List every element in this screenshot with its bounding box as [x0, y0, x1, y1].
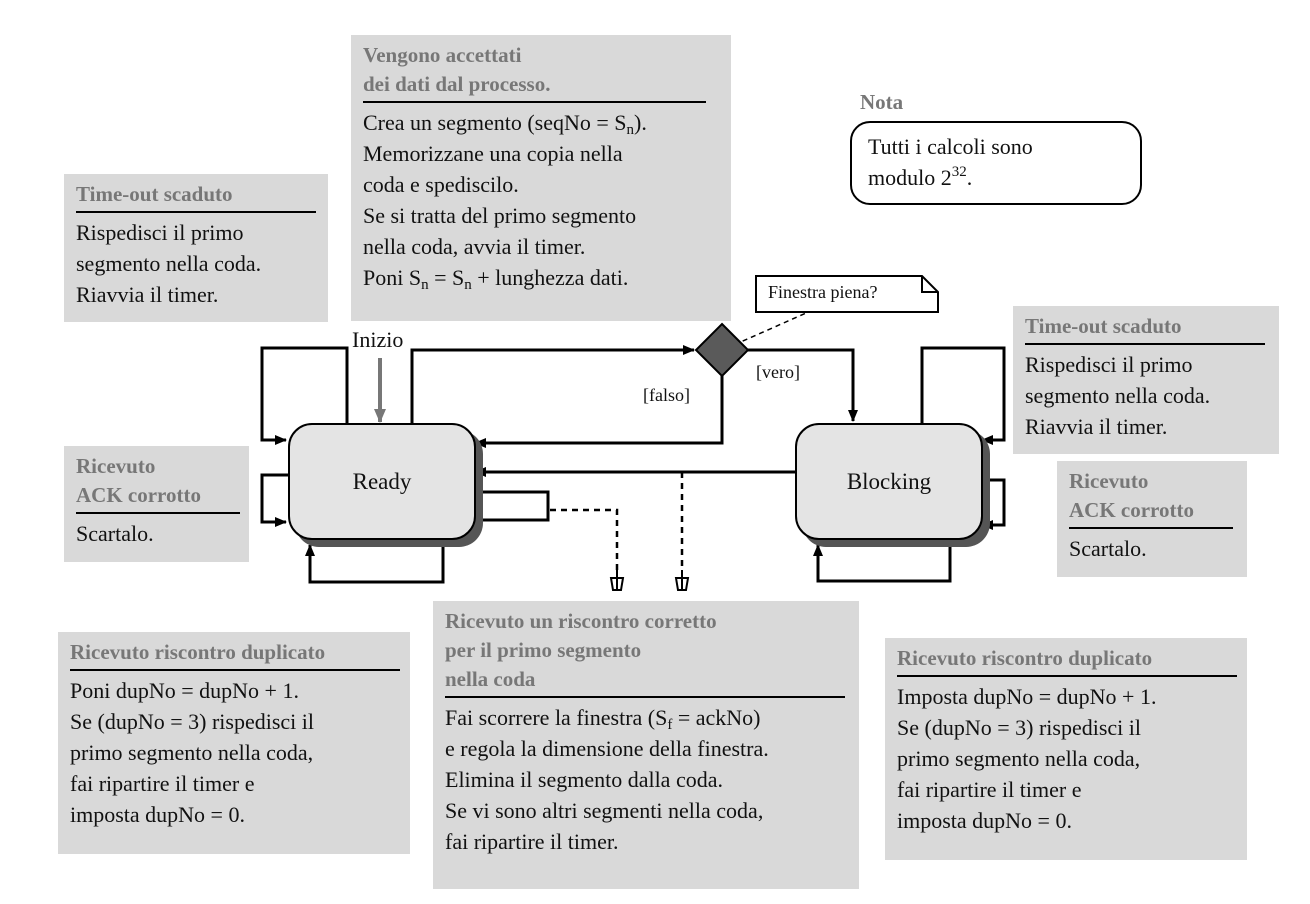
ready-corrupt-loop [260, 473, 288, 527]
note-shape [755, 275, 939, 313]
blocking-timeout-loop [920, 346, 1006, 445]
false-label: [falso] [643, 385, 690, 405]
note-title: Nota [860, 90, 904, 114]
corrupt-ack-left-title: Ricevuto ACK corrotto [76, 452, 240, 514]
ready-bottom-loop [305, 540, 445, 584]
corrupt-ack-left-box: Ricevuto ACK corrotto Scartalo. [64, 446, 249, 562]
timeout-right-box: Time-out scaduto Rispedisci il primo seg… [1013, 306, 1279, 454]
correct-ack-box: Ricevuto un riscontro corretto per il pr… [433, 601, 859, 889]
ready-state: Ready [288, 423, 476, 540]
timeout-left-box: Time-out scaduto Rispedisci il primo seg… [64, 174, 328, 322]
corrupt-ack-right-box: Ricevuto ACK corrotto Scartalo. [1057, 461, 1247, 577]
note-box: Tutti i calcoli sono modulo 232. [850, 121, 1142, 205]
event-symbol-2 [674, 570, 690, 591]
blocking-corrupt-loop [980, 478, 1006, 530]
start-label: Inizio [352, 327, 404, 352]
corrupt-ack-right-title: Ricevuto ACK corrotto [1069, 467, 1233, 529]
correct-ack-title: Ricevuto un riscontro corretto per il pr… [445, 607, 845, 698]
dup-ack-right-box: Ricevuto riscontro duplicato Imposta dup… [885, 638, 1247, 860]
dup-ack-right-title: Ricevuto riscontro duplicato [897, 644, 1237, 677]
blocking-state: Blocking [795, 423, 983, 540]
ready-right-loop [475, 490, 550, 522]
timeout-right-title: Time-out scaduto [1025, 312, 1265, 345]
event-line-1 [550, 508, 619, 570]
decision-true [748, 348, 858, 422]
event-symbol-1 [609, 570, 625, 591]
window-full-label: Finestra piena? [768, 282, 878, 302]
decision-false [474, 376, 724, 448]
data-accepted-title: Vengono accettati dei dati dal processo. [363, 41, 706, 103]
blocking-bottom-loop [813, 540, 952, 583]
data-accepted-box: Vengono accettati dei dati dal processo.… [351, 35, 731, 321]
ready-to-decision [410, 345, 695, 425]
dup-ack-left-title: Ricevuto riscontro duplicato [70, 638, 400, 671]
ready-timeout-loop [260, 346, 349, 445]
dup-ack-left-box: Ricevuto riscontro duplicato Poni dupNo … [58, 632, 410, 854]
true-label: [vero] [756, 362, 800, 382]
timeout-left-title: Time-out scaduto [76, 180, 316, 213]
data-accepted-body: Crea un segmento (seqNo = Sn). Memorizza… [363, 110, 647, 293]
decision-diamond [694, 322, 750, 378]
